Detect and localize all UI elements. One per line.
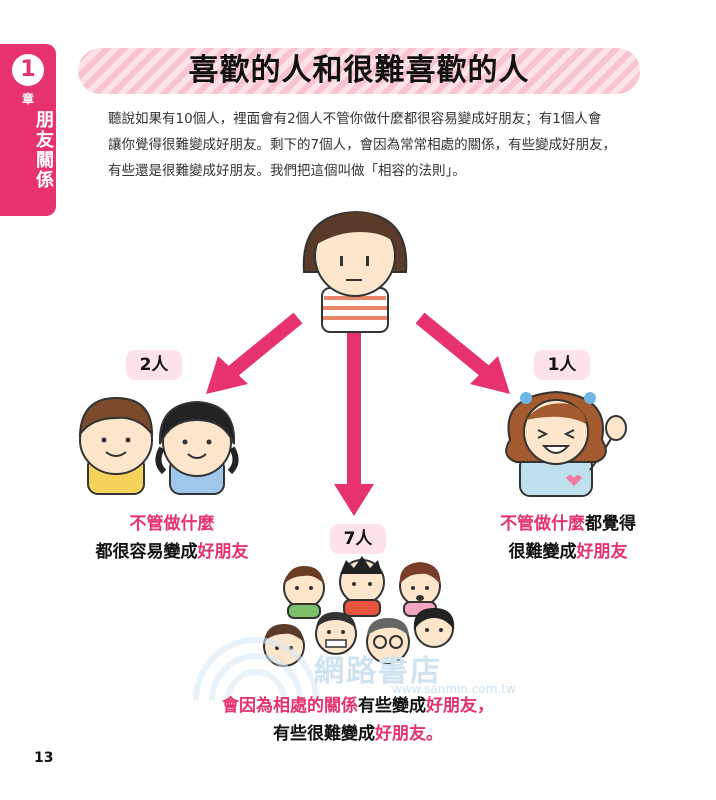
center-caption-line1-b: 有些變成 bbox=[358, 696, 426, 716]
left-caption-line2-a: 都很容易變成 bbox=[95, 542, 198, 562]
right-caption-line1-b: 都覺得 bbox=[585, 514, 636, 534]
left-girl-illustration bbox=[155, 400, 239, 495]
left-caption-line1: 不管做什麼 bbox=[129, 514, 215, 534]
center-caption-line2-a: 有些很難變成 bbox=[273, 724, 375, 744]
left-boy-illustration bbox=[78, 396, 154, 495]
left-count-badge: 2人 bbox=[126, 350, 182, 380]
center-caption-line1-a: 會因為相處的關係 bbox=[222, 696, 358, 716]
center-caption-line1-c: 好朋友， bbox=[426, 696, 494, 716]
watermark-text: 網路書店 bbox=[314, 654, 442, 689]
intro-line: 聽說如果有10個人，裡面會有2個人不管你做什麼都很容易變成好朋友；有1個人會 bbox=[108, 111, 602, 127]
watermark-logo bbox=[193, 637, 319, 701]
intro-line: 讓你覺得很難變成好朋友。剩下的7個人，會因為常常相處的關係，有些變成好朋友， bbox=[108, 137, 617, 153]
arrow-left-icon bbox=[206, 312, 303, 394]
right-caption: 不管做什麼都覺得 很難變成好朋友 bbox=[466, 510, 670, 566]
page-title: 喜歡的人和很難喜歡的人 bbox=[188, 53, 530, 88]
center-group-illustration bbox=[263, 556, 455, 667]
title-band: 喜歡的人和很難喜歡的人 bbox=[78, 48, 640, 94]
right-caption-line2-a: 很難變成 bbox=[508, 542, 577, 562]
right-count-badge: 1人 bbox=[534, 350, 590, 380]
arrow-center-icon bbox=[334, 318, 374, 516]
center-caption: 會因為相處的關係有些變成好朋友， 有些很難變成好朋友。 bbox=[168, 692, 548, 748]
right-caption-line2-b: 好朋友 bbox=[576, 542, 628, 562]
intro-paragraph: 聽說如果有10個人，裡面會有2個人不管你做什麼都很容易變成好朋友；有1個人會 讓… bbox=[108, 106, 628, 184]
watermark-url: www.sanmin.com.tw bbox=[392, 682, 516, 696]
chapter-unit: 章 bbox=[21, 92, 34, 106]
left-caption-line2-b: 好朋友 bbox=[197, 542, 249, 562]
right-girl-illustration bbox=[505, 390, 627, 497]
chapter-number: 1 bbox=[12, 54, 44, 86]
intro-line: 有些還是很難變成好朋友。我們把這個叫做「相容的法則」。 bbox=[108, 163, 466, 179]
center-count-badge: 7人 bbox=[330, 524, 386, 554]
center-caption-line2-b: 好朋友。 bbox=[375, 724, 443, 744]
left-caption: 不管做什麼 都很容易變成好朋友 bbox=[70, 510, 274, 566]
arrow-right-icon bbox=[415, 312, 510, 394]
page-number: 13 bbox=[34, 750, 54, 766]
right-caption-line1-a: 不管做什麼 bbox=[500, 514, 585, 534]
chapter-tab: 1 章 朋友關係 bbox=[0, 44, 56, 216]
central-girl-illustration bbox=[302, 210, 408, 333]
chapter-title: 朋友關係 bbox=[33, 110, 54, 190]
